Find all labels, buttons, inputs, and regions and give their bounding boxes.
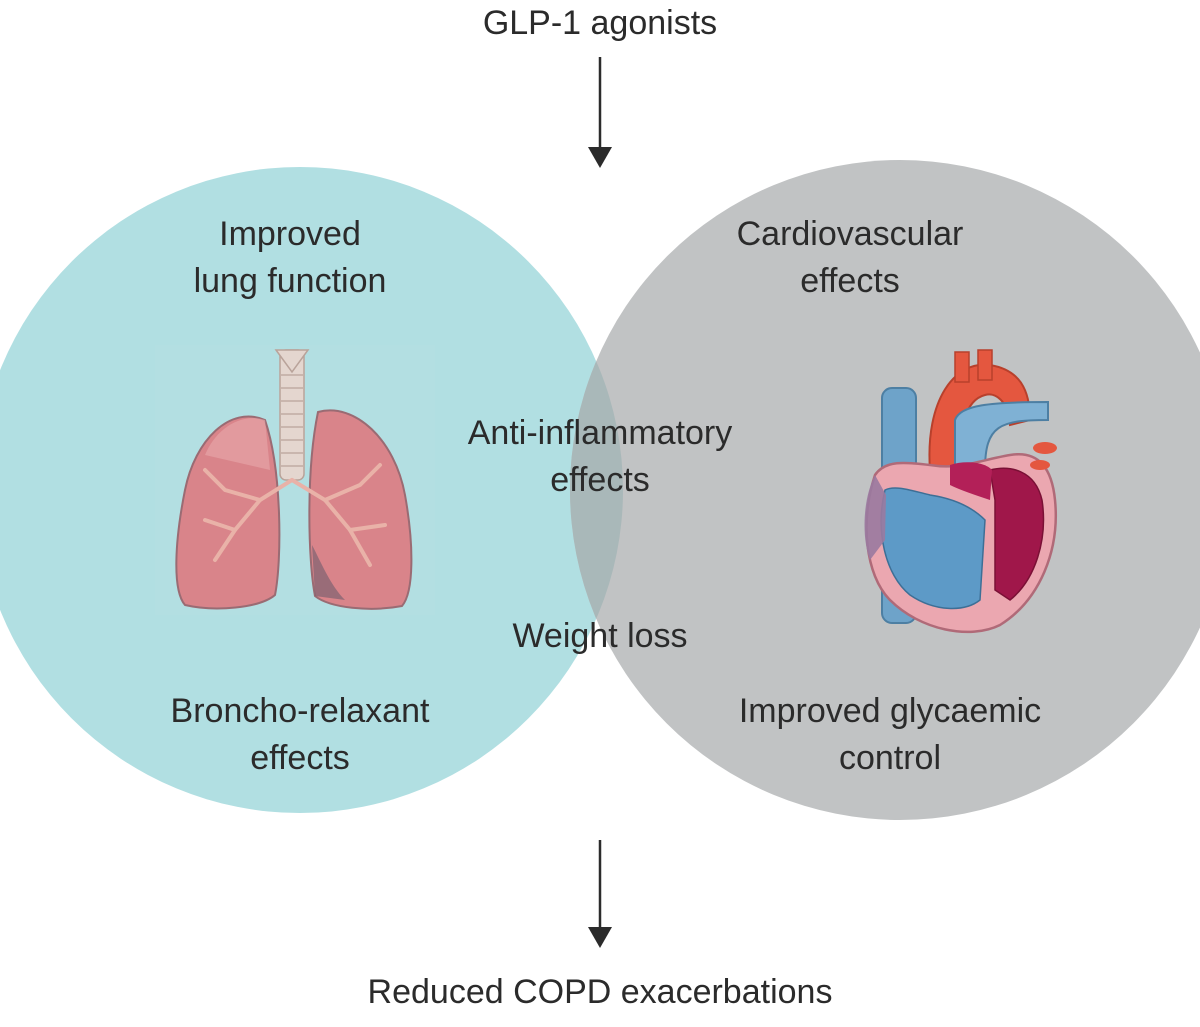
anti-inflammatory-label: Anti-inflammatory effects: [467, 414, 733, 499]
lung-function-label: Improved lung function: [193, 215, 387, 300]
top-arrow: [588, 57, 612, 168]
cardiovascular-label: Cardiovascular effects: [736, 215, 964, 300]
heart-icon: [864, 349, 1057, 634]
broncho-relaxant-label: Broncho-relaxant effects: [170, 692, 430, 777]
outcome-label: Reduced COPD exacerbations: [367, 973, 833, 1011]
source-label: GLP-1 agonists: [482, 4, 718, 42]
glycaemic-control-label: Improved glycaemic control: [738, 692, 1042, 777]
bottom-arrow: [588, 840, 612, 948]
weight-loss-label: Weight loss: [512, 617, 688, 655]
lungs-icon: [155, 345, 435, 615]
